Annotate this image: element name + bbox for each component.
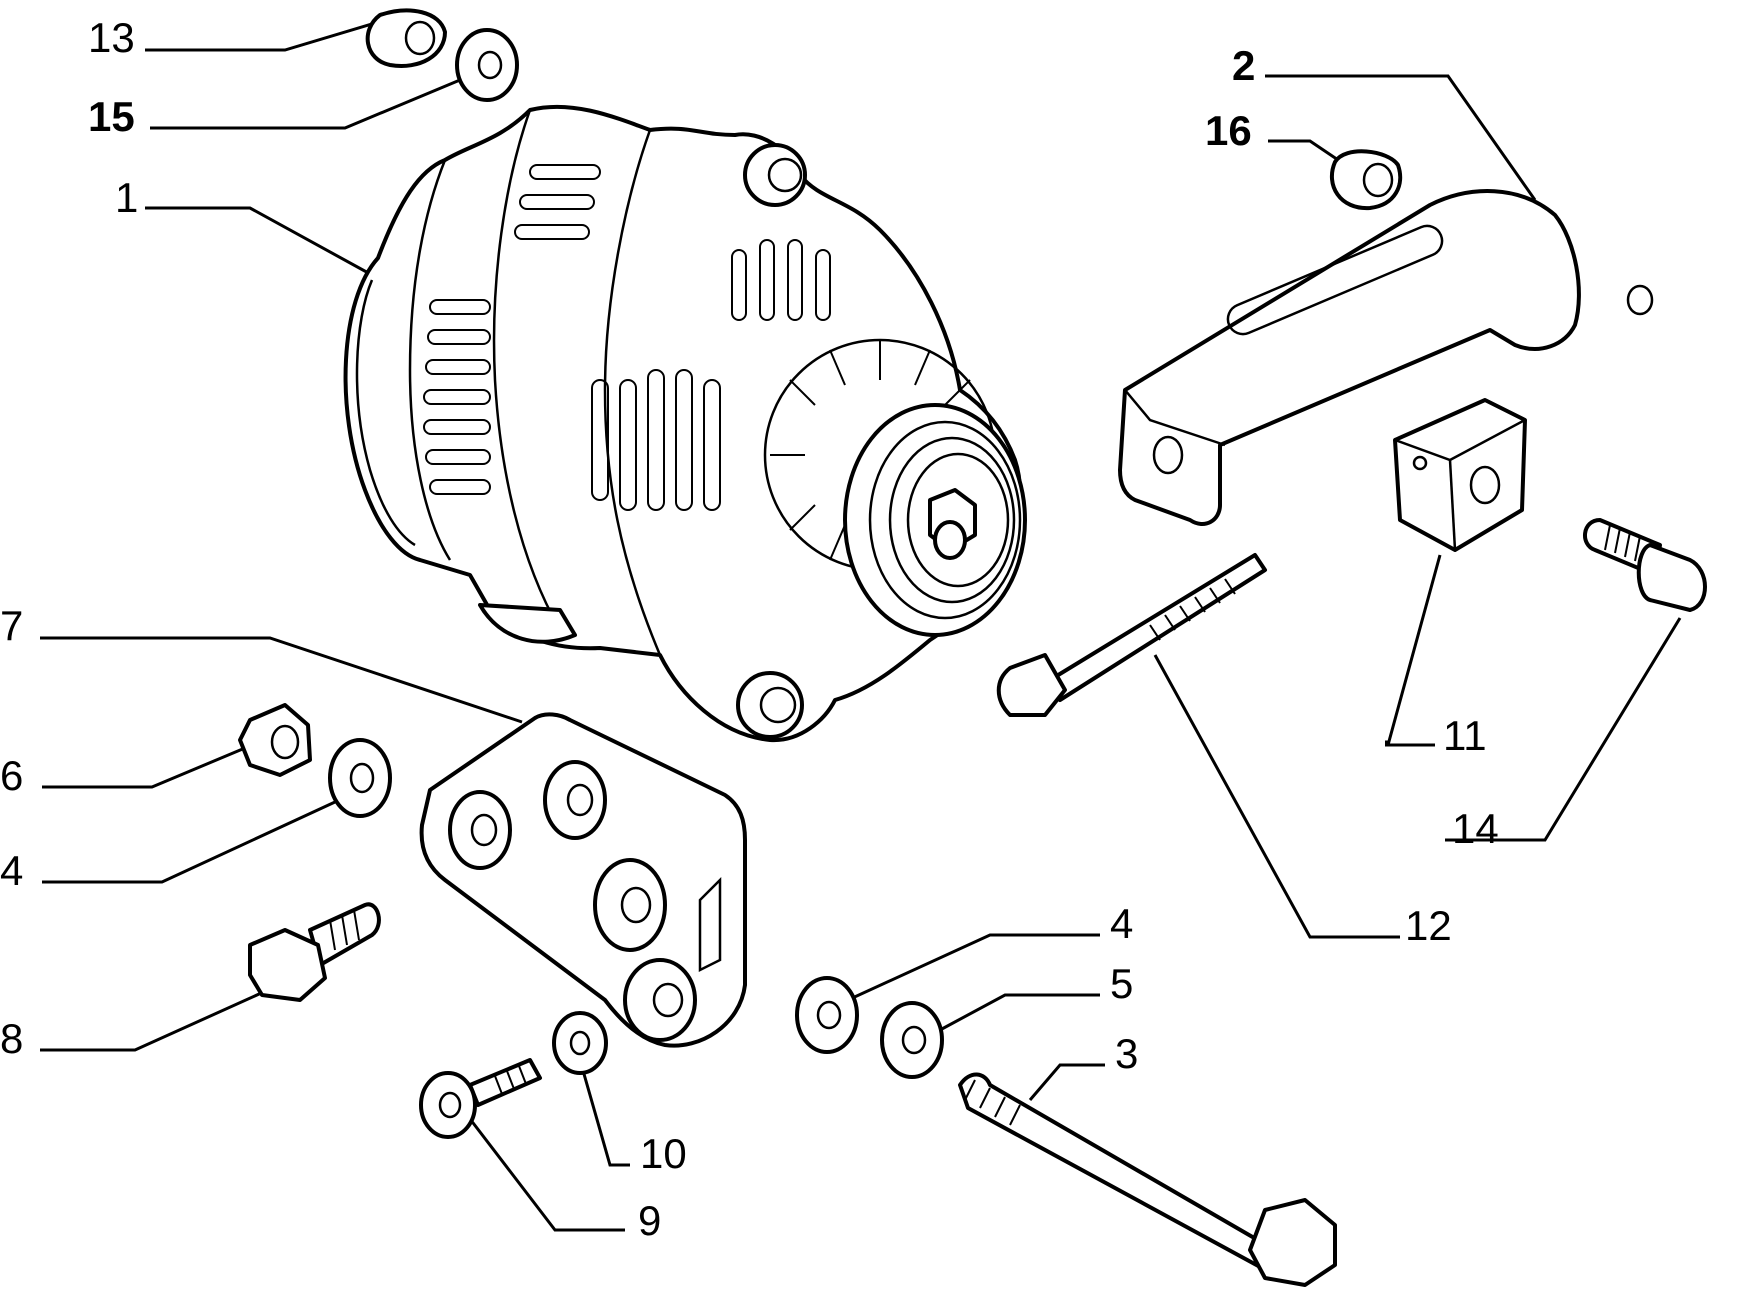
part-9-bolt [419, 1058, 542, 1139]
leader-11-path [1386, 554, 1442, 747]
callout-5: 5 [1110, 960, 1133, 1007]
part-16-nut [1329, 149, 1403, 211]
callout-3: 3 [1115, 1030, 1138, 1077]
leader-1 [145, 206, 373, 277]
rear-vent-slots [423, 164, 601, 495]
callout-6: 6 [0, 752, 23, 799]
callout-2: 2 [1232, 42, 1255, 89]
part-13-nut [365, 8, 447, 68]
leader-4a [42, 800, 336, 884]
callout-7: 7 [0, 602, 23, 649]
leader-8 [40, 988, 269, 1052]
leader-5 [939, 993, 1100, 1032]
part-3-long-bolt [958, 1072, 1337, 1287]
leader-2 [1265, 74, 1537, 201]
part-6-nut [238, 703, 312, 777]
leader-7 [40, 636, 523, 724]
callout-16: 16 [1205, 107, 1252, 154]
part-14-bolt [1583, 518, 1707, 612]
leader-14 [1445, 617, 1682, 842]
leader-6 [42, 746, 246, 789]
callout-numbers: 13 15 1 2 16 7 6 4 8 9 10 4 5 3 12 11 14 [0, 14, 1499, 1244]
leader-3 [1028, 1063, 1105, 1101]
front-vent-slots [591, 239, 831, 511]
callout-8: 8 [0, 1015, 23, 1062]
part-5-washer [880, 1001, 944, 1079]
part-10-washer [552, 1011, 608, 1075]
part-11-block [1393, 398, 1527, 552]
callout-13: 13 [88, 14, 135, 61]
callout-10: 10 [640, 1130, 687, 1177]
leader-10 [578, 1059, 630, 1167]
leader-lines [40, 18, 1682, 1232]
part-8-bolt [248, 902, 381, 1002]
leader-4b [847, 933, 1100, 1002]
callout-1: 1 [115, 174, 138, 221]
callout-14: 14 [1452, 805, 1499, 852]
part-12-long-bolt [996, 553, 1267, 717]
callout-15: 15 [88, 93, 135, 140]
fan-blades [770, 340, 971, 561]
alternator-part [343, 104, 1027, 743]
part-7-mounting-bracket [419, 712, 747, 1048]
leader-15 [150, 78, 461, 130]
callout-4-left: 4 [0, 847, 23, 894]
callout-4-right: 4 [1110, 900, 1133, 947]
leader-12 [1153, 654, 1400, 939]
leader-9 [465, 1114, 625, 1232]
part-15-washer [455, 28, 519, 102]
leader-13 [145, 18, 386, 52]
adjusting-bracket-part [1118, 189, 1654, 526]
part-4-washer-right [795, 976, 859, 1054]
callout-11: 11 [1443, 712, 1487, 759]
part-4-washer-left [328, 738, 392, 818]
callout-12: 12 [1405, 902, 1452, 949]
callout-9: 9 [638, 1197, 661, 1244]
